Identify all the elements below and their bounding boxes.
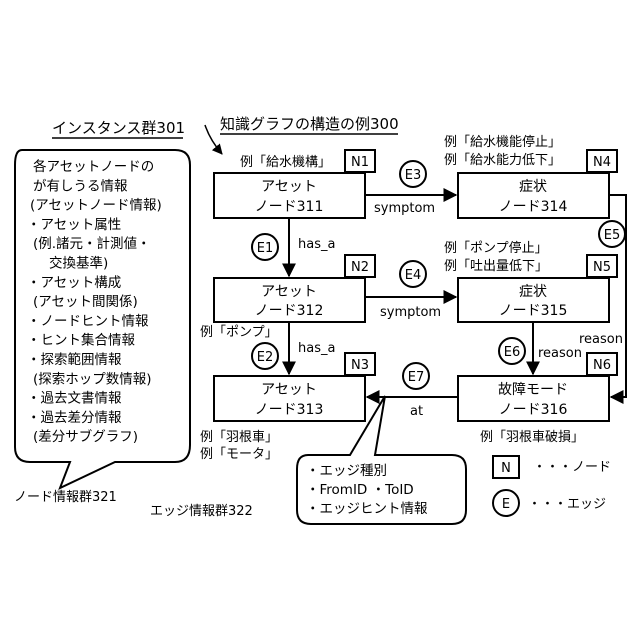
edge-e2-label: has_a [298, 341, 335, 356]
node-311-tag: N1 [351, 155, 369, 170]
node-info-line: 各アセットノードの [33, 159, 154, 175]
node-316-tag: N6 [593, 358, 611, 373]
node-info-line: ・探索範囲情報 [27, 352, 122, 368]
node-info-line: (探索ホップ数情報) [33, 371, 152, 387]
edge-e6[interactable]: E6 reason [499, 322, 582, 374]
node-info-line: ・過去文書情報 [27, 391, 122, 407]
edge-e5-label: reason [579, 332, 623, 347]
edge-info-group-label: エッジ情報群322 [150, 504, 253, 519]
legend-node-text: ・・・ノード [533, 460, 611, 475]
node-info-line: 交換基準) [49, 255, 108, 272]
node-311-line1: アセット [261, 179, 317, 195]
node-312[interactable]: アセット ノード312 N2 例「ポンプ」 [200, 255, 375, 340]
node-315[interactable]: 症状 ノード315 N5 例「ポンプ停止」 例「吐出量低下」 [444, 240, 617, 322]
node-313[interactable]: アセット ノード313 N3 例「羽根車」 例「モータ」 [200, 353, 375, 462]
node-312-tag: N2 [351, 260, 369, 275]
edge-e3-tag: E3 [405, 168, 422, 183]
node-312-line1: アセット [261, 284, 317, 300]
edge-e7-tag: E7 [408, 370, 425, 385]
node-316-line1: 故障モード [498, 382, 568, 398]
edge-info-line: ・エッジ種別 [306, 463, 387, 479]
node-313-line2: ノード313 [255, 402, 324, 418]
node-info-line: ・ノードヒント情報 [27, 313, 149, 329]
node-313-tag: N3 [351, 358, 369, 373]
legend-edge-symbol: E [502, 497, 510, 512]
node-info-line: ・アセット属性 [27, 217, 121, 233]
node-313-line1: アセット [261, 382, 317, 398]
edge-e5-tag: E5 [604, 228, 621, 243]
edge-e6-tag: E6 [504, 345, 521, 360]
node-315-line1: 症状 [519, 284, 547, 300]
node-info-line: (差分サブグラフ) [33, 428, 138, 445]
node-311-example: 例「給水機構」 [240, 155, 331, 170]
node-info-callout: 各アセットノードのが有しうる情報 (アセットノード情報) ・アセット属性 (例.諸元・… [15, 150, 190, 488]
instance-group-label: インスタンス群301 [52, 119, 185, 137]
node-314-line2: ノード314 [499, 199, 568, 215]
edge-e2-tag: E2 [257, 350, 274, 365]
node-314-example-2: 例「給水能力低下」 [444, 153, 561, 168]
node-312-line2: ノード312 [255, 303, 324, 319]
legend-node-symbol: N [501, 461, 511, 476]
node-316[interactable]: 故障モード ノード316 N6 例「羽根車破損」 [458, 353, 617, 445]
node-316-example: 例「羽根車破損」 [480, 430, 584, 445]
node-315-tag: N5 [593, 260, 611, 275]
edge-e6-label: reason [538, 346, 582, 361]
node-313-example-2: 例「モータ」 [200, 447, 278, 462]
node-info-line: (例.諸元・計測値・ [33, 236, 151, 252]
legend-edge-text: ・・・エッジ [528, 497, 606, 512]
node-314-example-1: 例「給水機能停止」 [444, 134, 561, 150]
node-314-line1: 症状 [519, 179, 547, 195]
node-311-line2: ノード311 [255, 199, 324, 215]
node-info-line: (アセットノード情報) [30, 198, 162, 214]
node-314-tag: N4 [593, 155, 611, 170]
node-315-example-2: 例「吐出量低下」 [444, 259, 548, 274]
node-info-line: ・過去差分情報 [27, 410, 122, 426]
node-info-line: ・ヒント集合情報 [27, 333, 135, 349]
legend: N ・・・ノード E ・・・エッジ [493, 456, 611, 516]
kg-example-label: 知識グラフの構造の例300 [220, 115, 399, 133]
node-312-example: 例「ポンプ」 [200, 325, 278, 340]
node-316-line2: ノード316 [499, 402, 568, 418]
node-info-line: (アセット間関係) [33, 294, 138, 310]
edge-e1-label: has_a [298, 237, 335, 252]
edge-e4-label: symptom [380, 305, 441, 320]
edge-e3-label: symptom [374, 201, 435, 216]
edge-e3[interactable]: E3 symptom [365, 161, 456, 216]
edge-e4-tag: E4 [405, 268, 422, 283]
edge-info-line: ・FromID ・ToID [306, 482, 414, 498]
node-info-line: ・アセット構成 [27, 275, 121, 291]
edge-info-line: ・エッジヒント情報 [306, 501, 428, 517]
node-315-line2: ノード315 [499, 303, 568, 319]
node-info-group-label: ノード情報群321 [14, 490, 117, 505]
edge-e7-label: at [410, 404, 423, 419]
node-313-example-1: 例「羽根車」 [200, 430, 278, 445]
node-314[interactable]: 症状 ノード314 N4 例「給水機能停止」 例「給水能力低下」 [444, 134, 617, 218]
node-311[interactable]: アセット ノード311 N1 例「給水機構」 [214, 150, 375, 218]
edge-e1[interactable]: E1 has_a [252, 218, 335, 276]
edge-e4[interactable]: E4 symptom [365, 261, 456, 320]
node-315-example-1: 例「ポンプ停止」 [444, 240, 548, 256]
edge-e1-tag: E1 [257, 241, 274, 256]
node-info-line: が有しうる情報 [33, 178, 128, 194]
